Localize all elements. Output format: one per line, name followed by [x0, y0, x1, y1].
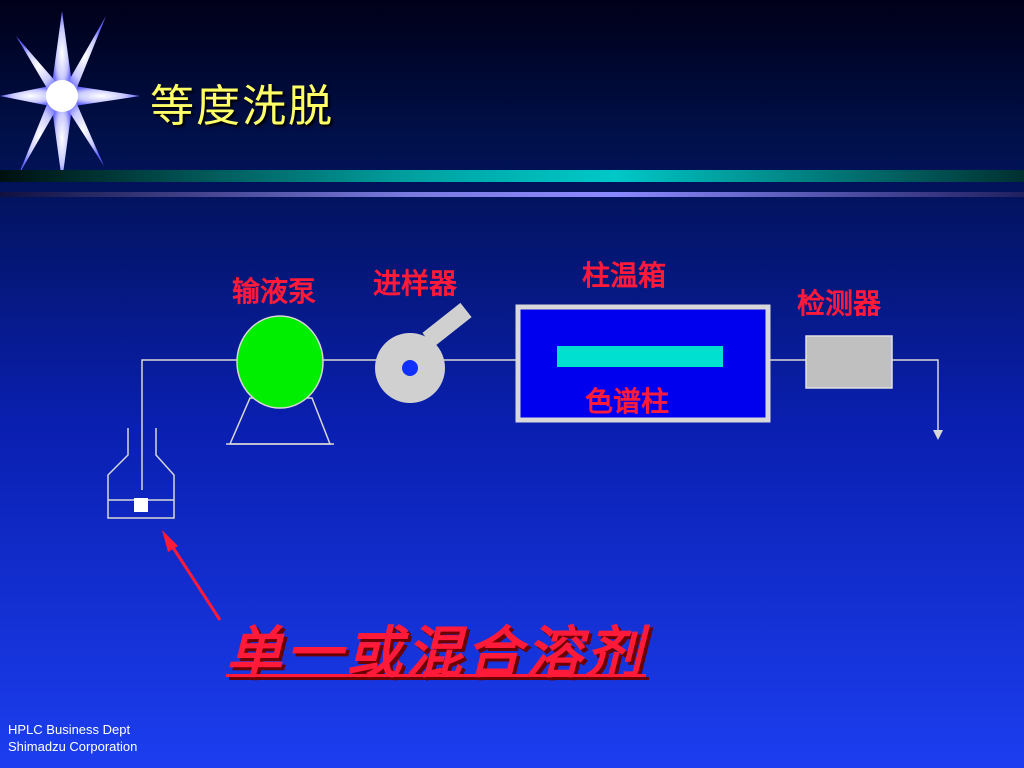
- header-band-cyan: [0, 170, 1024, 182]
- pump-label: 输液泵: [232, 275, 317, 308]
- detector-label: 检测器: [797, 287, 882, 320]
- solvent-note: 单一或混合溶剂: [226, 621, 646, 686]
- pump-icon: [226, 315, 334, 445]
- solvent-filter: [134, 498, 148, 512]
- slide-title: 等度洗脱: [150, 81, 334, 132]
- footer-dept: HPLC Business Dept: [8, 722, 131, 737]
- pointer-arrow-icon: [162, 530, 222, 621]
- starburst-icon: [0, 11, 140, 181]
- footer-company: Shimadzu Corporation: [8, 739, 138, 754]
- detector-icon: [805, 335, 893, 389]
- chromatography-column: [557, 346, 723, 367]
- column-label: 色谱柱: [585, 385, 670, 418]
- injector-icon: [375, 302, 472, 403]
- oven-label: 柱温箱: [582, 259, 667, 292]
- header-band-violet: [0, 192, 1024, 197]
- outlet-arrow-icon: [933, 430, 943, 440]
- injector-label: 进样器: [373, 267, 458, 300]
